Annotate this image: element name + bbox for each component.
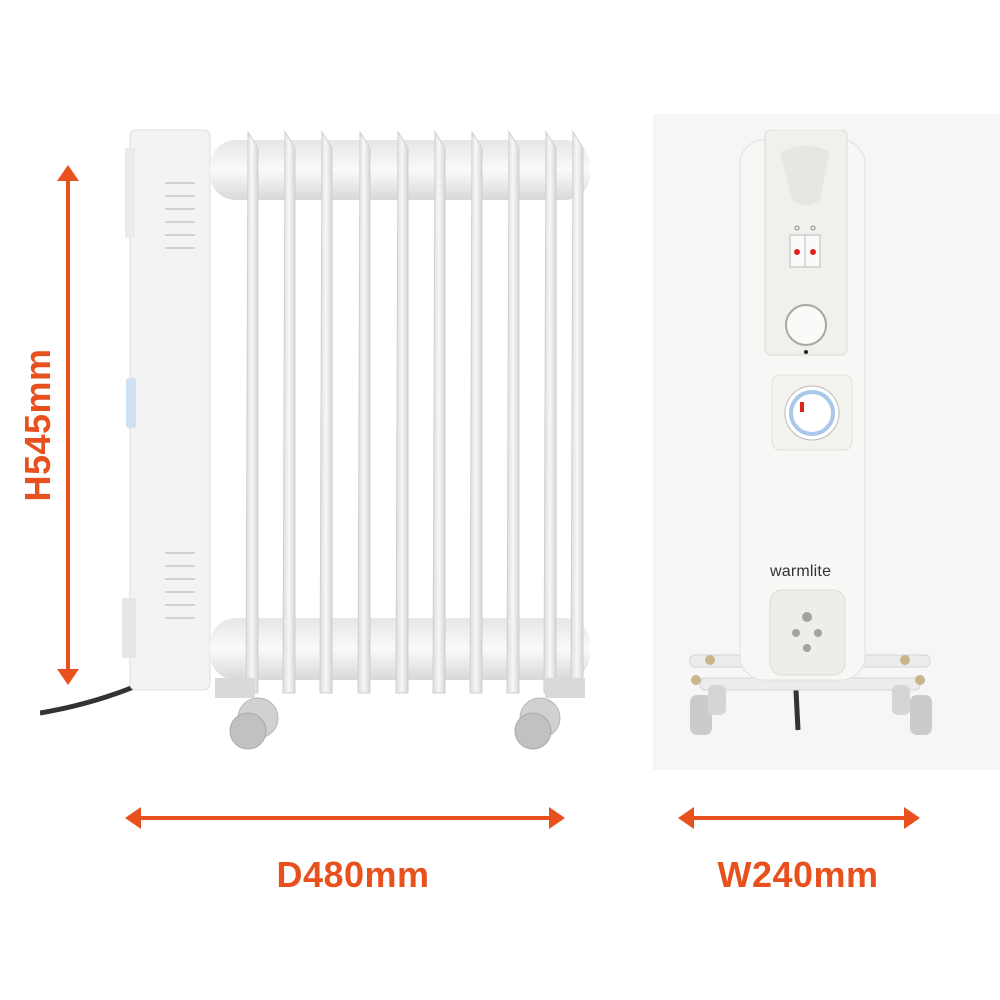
depth-dimension-arrow [125,806,565,830]
heater-side-view [40,118,600,768]
heater-front-view [680,130,950,770]
width-label: W240mm [717,854,879,895]
height-dimension-arrow [56,165,80,685]
width-dimension-arrow [678,806,920,830]
depth-label: D480mm [276,854,430,895]
brand-logo: warmlite [770,563,832,580]
